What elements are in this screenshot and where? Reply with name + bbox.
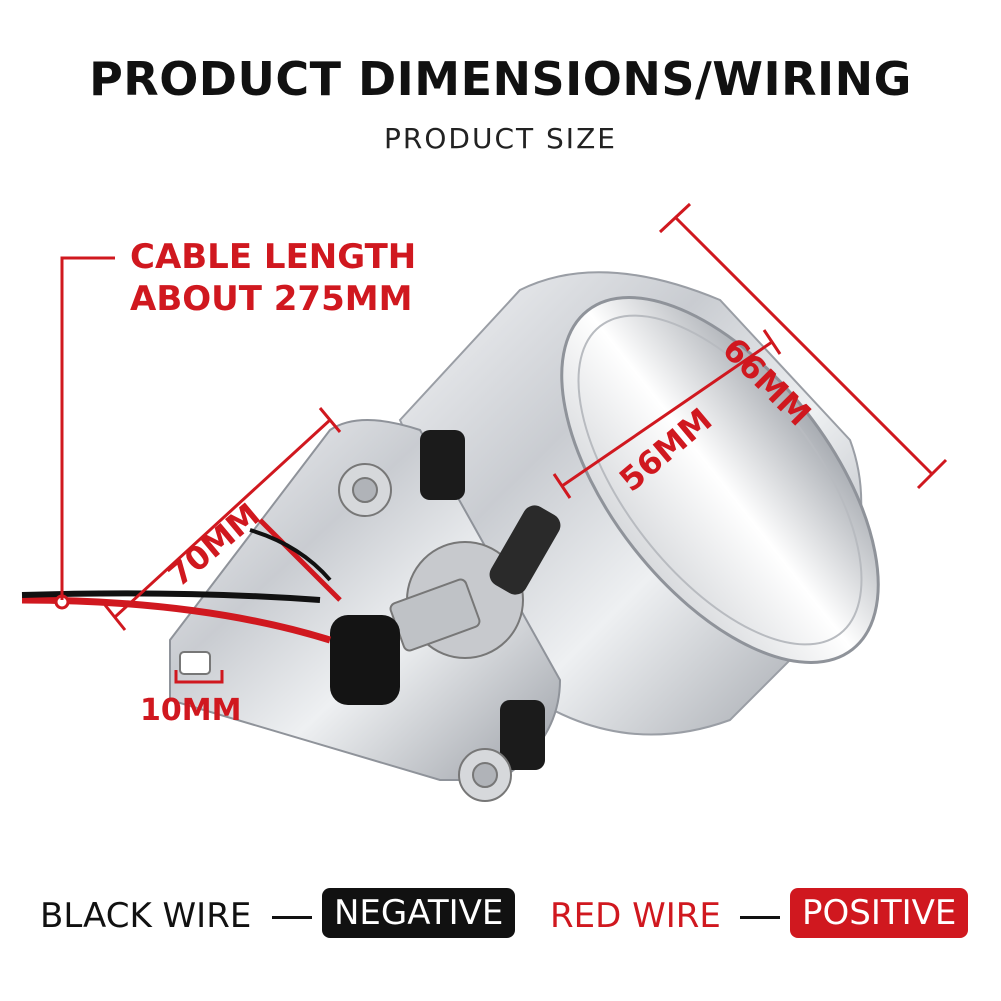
terminal-post-top [338, 430, 465, 517]
dimension-10mm: 10MM [140, 693, 242, 728]
page-title: PRODUCT DIMENSIONS/WIRING [89, 52, 912, 106]
cable-length-label: CABLE LENGTH ABOUT 275MM [130, 236, 416, 320]
red-wire-dash [740, 916, 780, 919]
red-wire-label: RED WIRE [550, 896, 721, 936]
sensor-connector [330, 505, 561, 705]
page-subtitle: PRODUCT SIZE [384, 122, 617, 155]
positive-badge: POSITIVE [790, 888, 969, 938]
cable-length-line2: ABOUT 275MM [130, 279, 413, 319]
negative-badge: NEGATIVE [322, 888, 516, 938]
dimension-lines [60, 202, 948, 684]
black-wire-label: BLACK WIRE [40, 896, 252, 936]
bracket-slot [179, 651, 211, 675]
black-wire-dash [272, 916, 312, 919]
terminal-post-bottom [458, 700, 545, 802]
wiring-legend: BLACK WIRE NEGATIVE RED WIRE POSITIVE [0, 888, 1001, 948]
cable-length-line1: CABLE LENGTH [130, 237, 417, 277]
